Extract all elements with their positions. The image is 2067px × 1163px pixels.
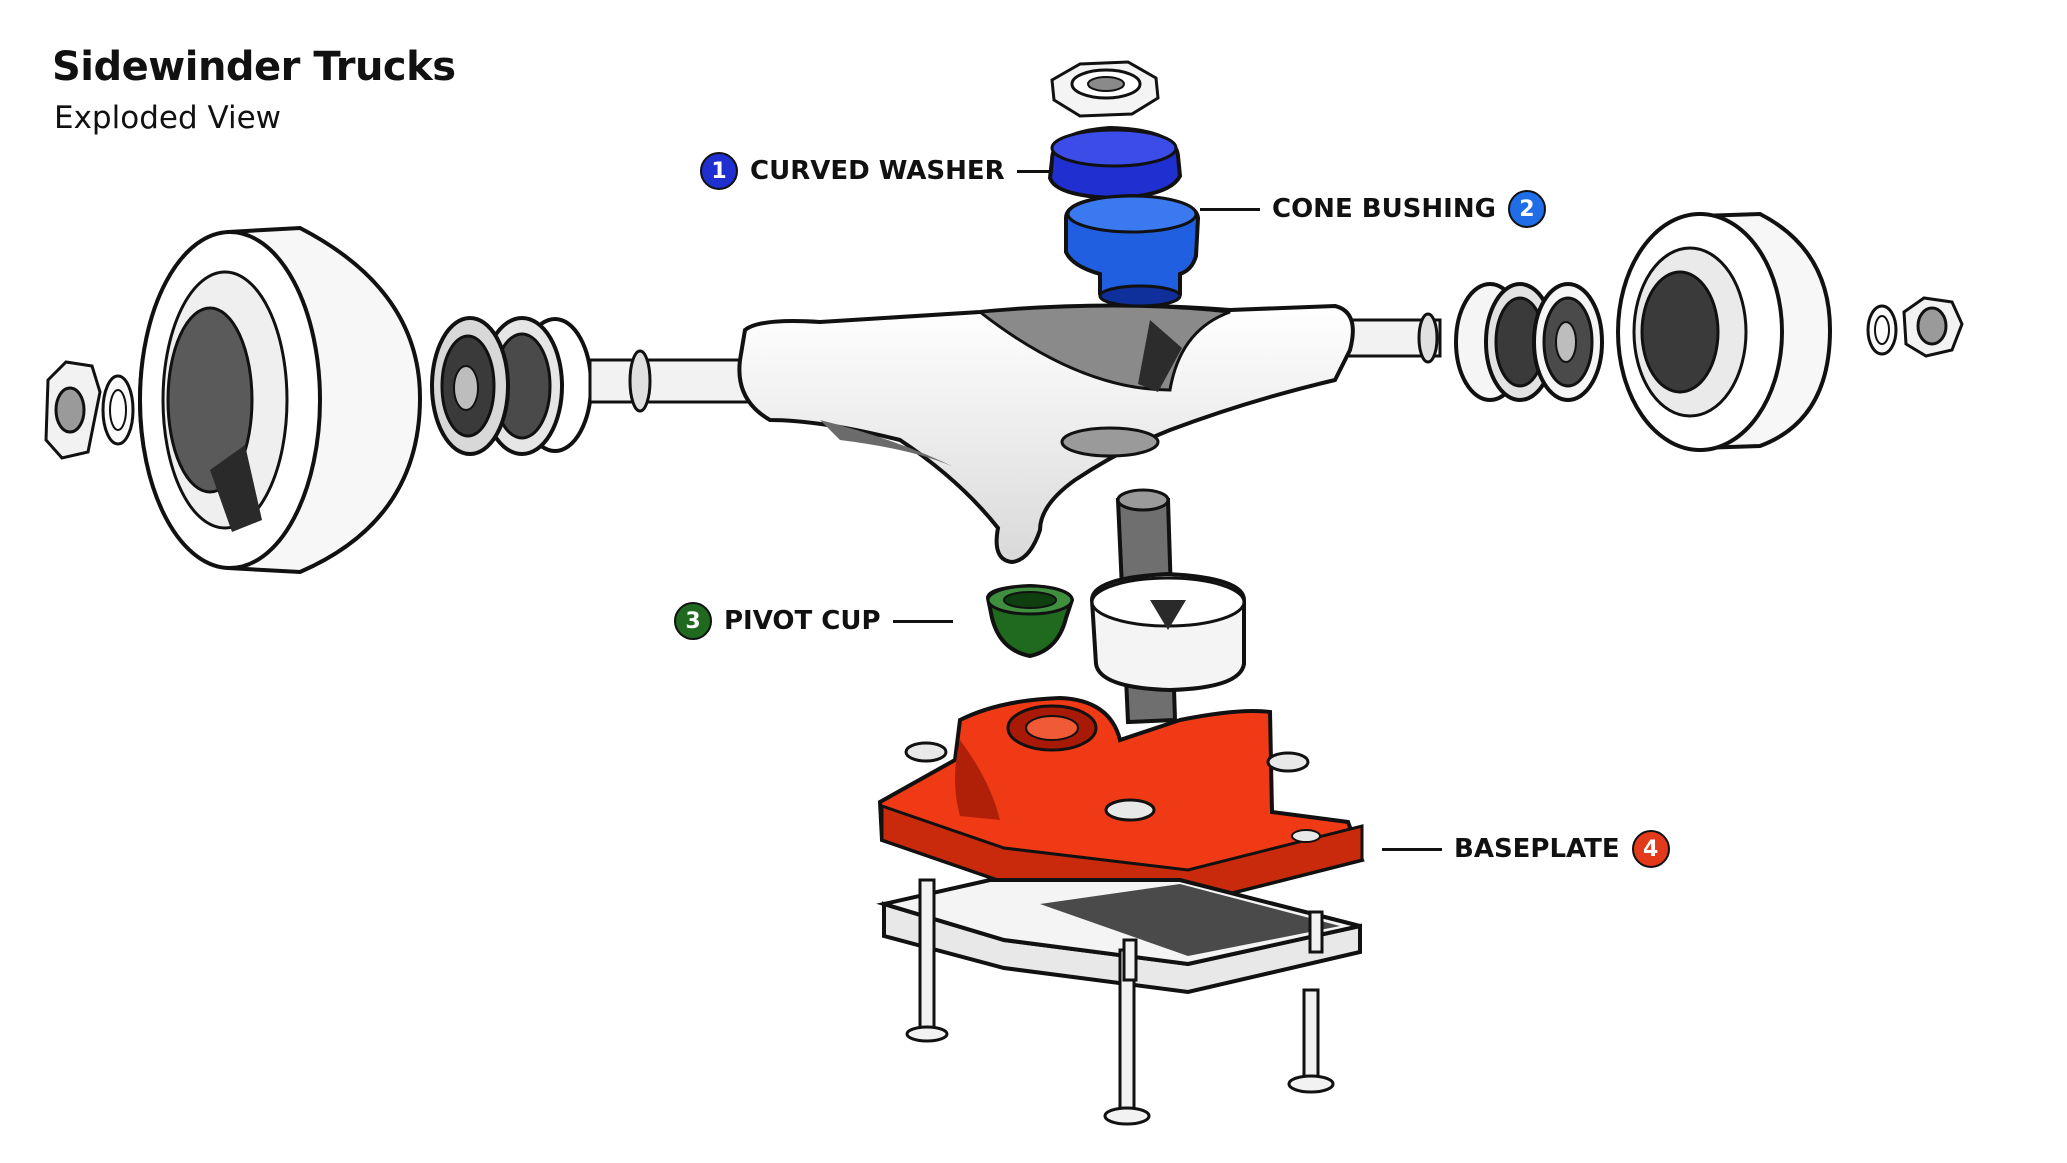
cone-bushing [1064,193,1201,308]
right-axle-washer [1866,304,1898,356]
callout-label: CURVED WASHER [750,156,1005,186]
lower-bushing [1089,571,1246,693]
callout-label: PIVOT CUP [724,606,881,636]
leader-line [1382,847,1442,851]
left-wheel [137,225,423,575]
callout-pivot-cup: 3 PIVOT CUP [674,602,953,640]
right-axle-nut [1902,296,1964,358]
callout-badge: 2 [1507,190,1546,228]
right-wheel [1616,211,1833,452]
callout-badge: 4 [1631,830,1670,868]
callout-cone-bushing: CONE BUSHING 2 [1200,190,1546,228]
baseplate [877,695,1365,907]
diagram-title: Sidewinder Trucks [52,44,456,90]
curved-washer [1047,125,1183,201]
pivot-cup [985,583,1075,659]
callout-label: BASEPLATE [1454,834,1620,864]
callout-baseplate: BASEPLATE 4 [1382,830,1670,868]
left-axle-nut [44,360,102,460]
mounting-bolts [905,878,1335,1126]
leader-line [1016,169,1053,173]
callout-label: CONE BUSHING [1272,194,1496,224]
diagram-subtitle: Exploded View [54,100,282,136]
leader-line [892,619,953,623]
callout-badge: 1 [700,152,738,190]
left-bearings [430,316,593,456]
hanger [737,303,1355,565]
callout-curved-washer: 1 CURVED WASHER [700,152,1053,190]
axle [588,312,1442,413]
kingpin-nut [1050,60,1160,118]
left-axle-washer [101,374,135,446]
callout-badge: 3 [674,602,712,640]
right-bearings [1454,282,1604,402]
leader-line [1200,207,1260,211]
baseplate-bolt-heads [904,741,1321,843]
